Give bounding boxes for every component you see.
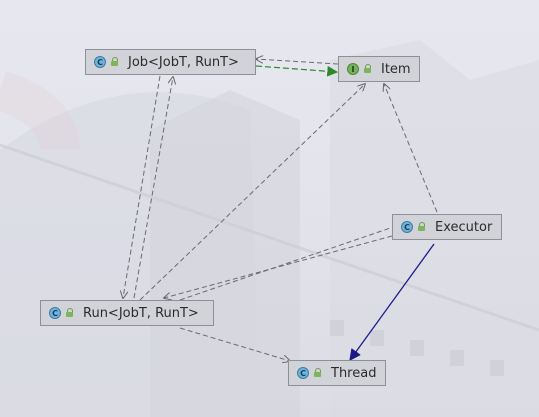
edge-job-realizes-item: [255, 65, 339, 77]
edge-run-to-job: [133, 77, 173, 299]
node-thread[interactable]: C Thread: [288, 360, 386, 386]
lock-icon: [65, 308, 75, 318]
interface-icon: I: [347, 63, 359, 75]
edge-executor-to-item: [384, 84, 438, 213]
node-executor-label: Executor: [435, 219, 493, 235]
edge-run-to-item: [139, 84, 365, 301]
node-executor[interactable]: C Executor: [392, 214, 502, 240]
lock-icon: [110, 57, 120, 67]
node-item-label: Item: [381, 61, 411, 77]
node-thread-label: Thread: [331, 365, 377, 381]
node-job[interactable]: C Job<JobT, RunT>: [85, 49, 256, 75]
node-job-label: Job<JobT, RunT>: [128, 54, 239, 70]
node-run-label: Run<JobT, RunT>: [83, 305, 199, 321]
class-icon: C: [94, 56, 106, 68]
lock-icon: [313, 368, 323, 378]
class-icon: C: [297, 367, 309, 379]
class-icon: C: [49, 307, 61, 319]
edge-executor-to-run: [164, 235, 393, 298]
class-icon: C: [401, 221, 413, 233]
edge-run-to-thread: [179, 327, 290, 361]
edge-item-to-job: [256, 59, 339, 65]
edge-job-to-run: [123, 75, 161, 298]
node-run[interactable]: C Run<JobT, RunT>: [40, 300, 214, 326]
lock-icon: [417, 222, 427, 232]
node-item[interactable]: I Item: [338, 56, 420, 82]
edge-executor-to-thread: [349, 243, 435, 361]
lock-icon: [363, 64, 373, 74]
edge-run-to-executor: [179, 224, 402, 301]
